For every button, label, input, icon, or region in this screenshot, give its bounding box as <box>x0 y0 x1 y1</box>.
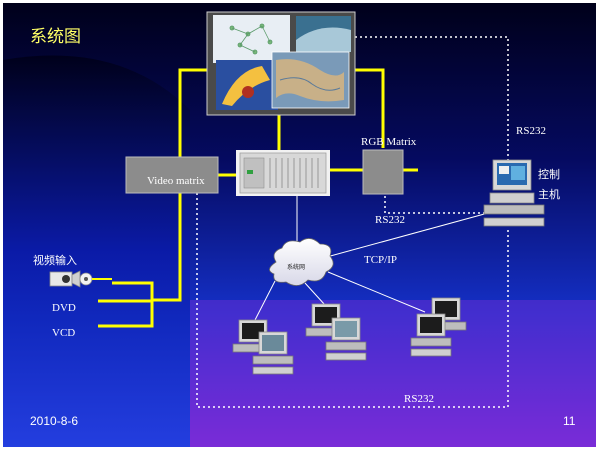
rs232-label-middle: RS232 <box>375 214 405 226</box>
workstation-group-2 <box>305 303 367 361</box>
left-panel-shape <box>3 55 190 448</box>
video-camera-icon <box>49 270 112 288</box>
rgb-matrix-label: RGB Matrix <box>361 136 417 148</box>
network-label: 系统网 <box>287 264 306 271</box>
dotted-rs232-lines <box>196 36 509 408</box>
slide-date: 2010-8-6 <box>30 414 79 428</box>
control-host-computer-icon <box>483 159 545 227</box>
dvd-label: DVD <box>52 302 76 314</box>
rs232-label-top: RS232 <box>516 125 546 137</box>
control-host-label-line1: 控制 <box>538 168 560 181</box>
workstation-group-1 <box>232 319 294 375</box>
server-unit-icon <box>236 150 330 196</box>
network-cloud-icon <box>269 238 334 286</box>
yellow-video-lines <box>98 68 418 328</box>
rgb-matrix-box <box>362 149 404 195</box>
video-matrix-box <box>125 156 219 194</box>
tcpip-label: TCP/IP <box>364 254 398 266</box>
workstation-group-3 <box>410 297 467 357</box>
control-host-label-line2: 主机 <box>538 188 560 201</box>
slide-title: 系统图 <box>30 27 81 47</box>
page-number: 11 <box>563 414 576 428</box>
video-input-label: 视频输入 <box>33 254 77 267</box>
vcd-label: VCD <box>52 327 76 339</box>
video-wall-display <box>206 11 356 116</box>
network-lines <box>254 196 489 321</box>
rs232-label-bottom: RS232 <box>404 393 434 405</box>
video-matrix-label: Video matrix <box>147 175 205 187</box>
